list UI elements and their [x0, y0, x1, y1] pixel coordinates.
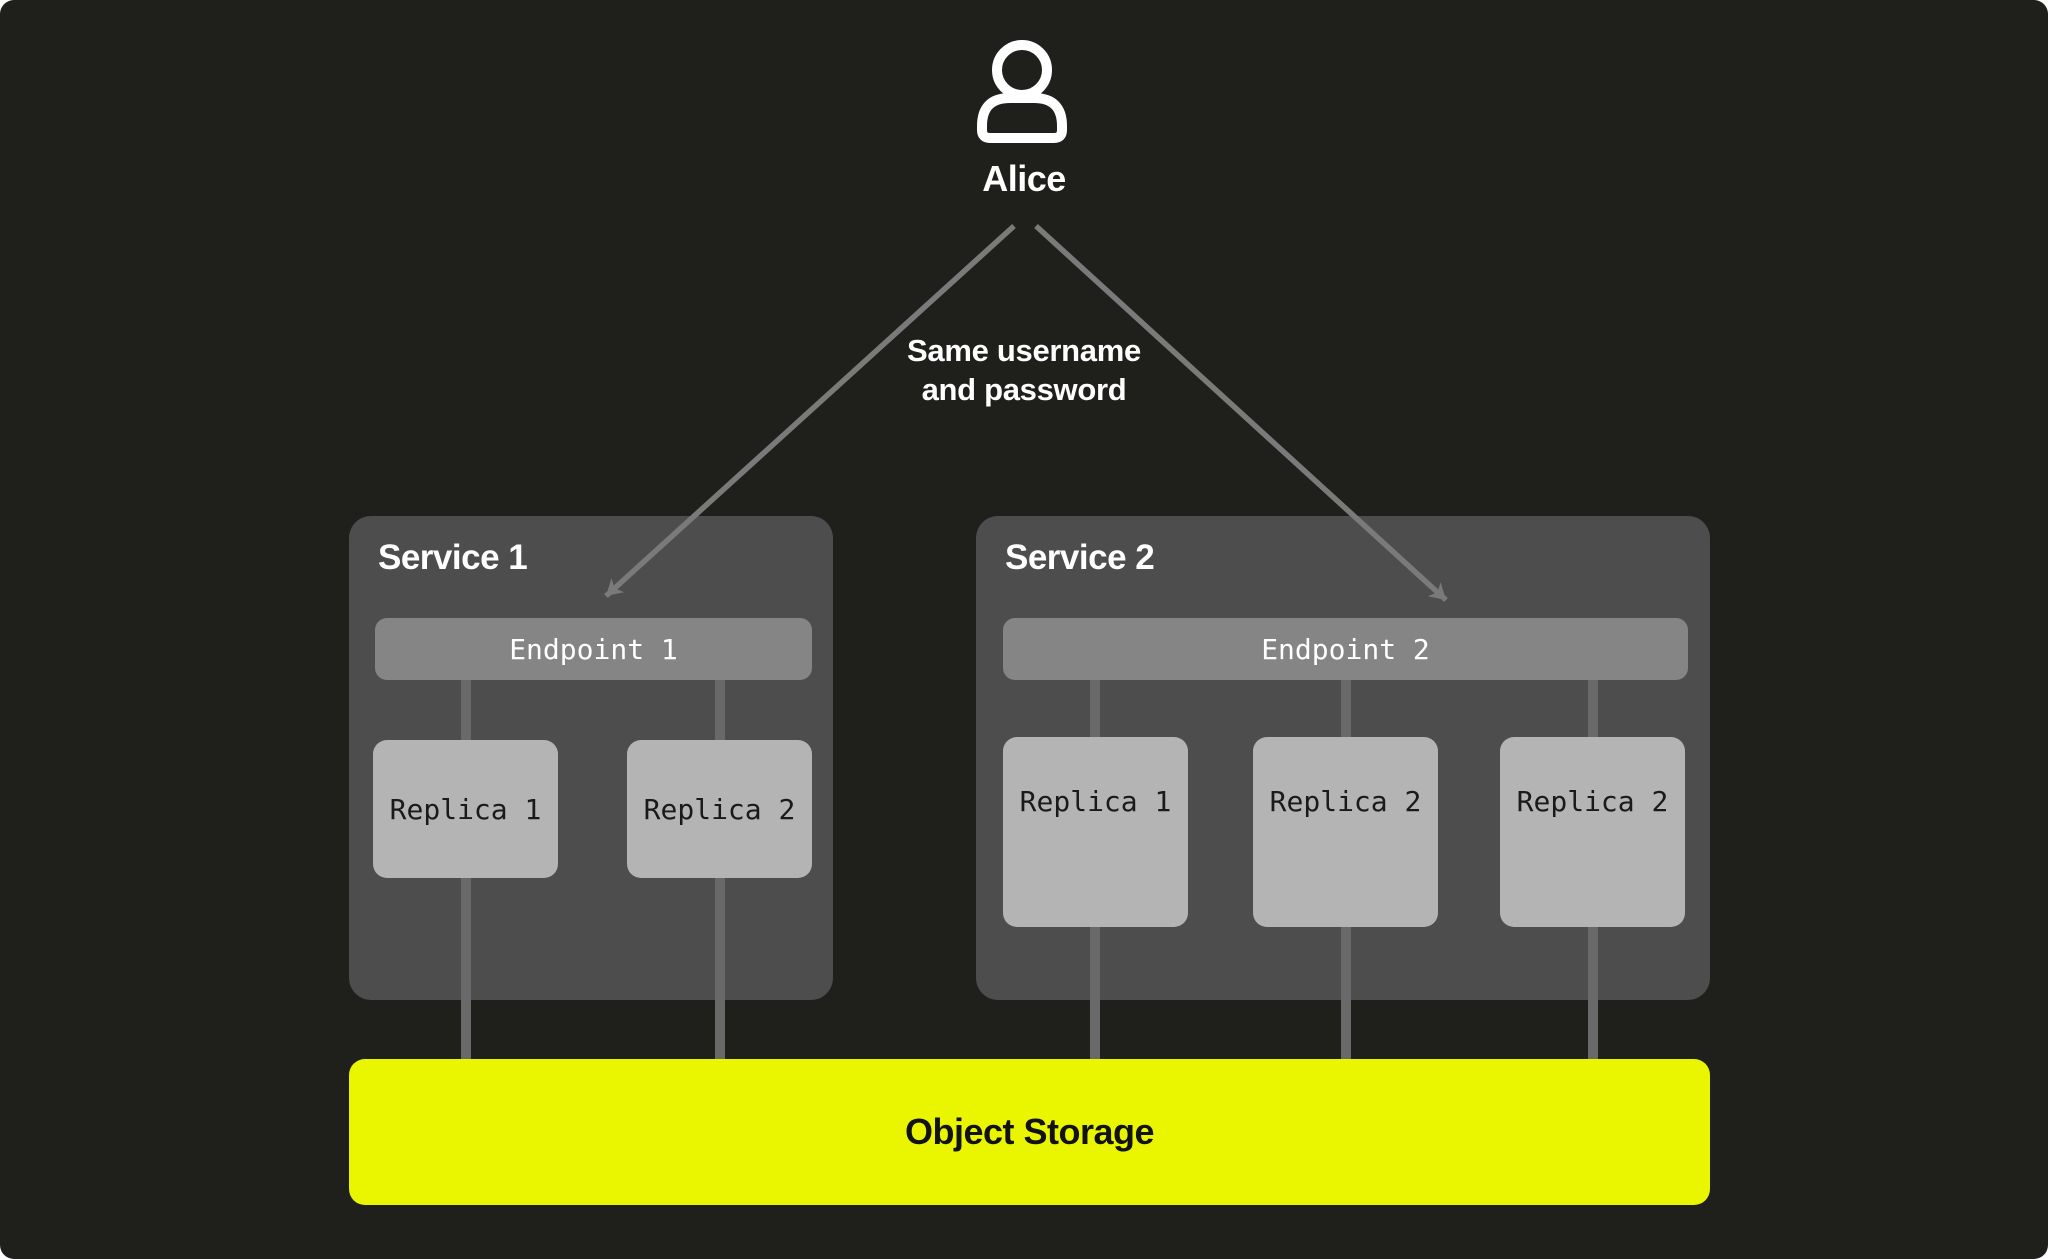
credentials-annotation: Same username and password [0, 331, 2048, 409]
service-2-replica-3-label: Replica 2 [1516, 785, 1669, 818]
service-1-replica-2-label: Replica 2 [643, 792, 796, 826]
service-1-endpoint-bar: Endpoint 1 [375, 618, 812, 680]
annotation-line-2: and password [921, 372, 1127, 407]
service-2-endpoint-label: Endpoint 2 [1261, 632, 1430, 666]
service-2-replica-2: Replica 2 [1253, 737, 1438, 927]
user-label: Alice [982, 158, 1066, 199]
user-icon [977, 40, 1067, 143]
service-2-replica-1-label: Replica 1 [1019, 785, 1172, 818]
service-1-replica-2: Replica 2 [627, 740, 812, 878]
annotation-line-1: Same username [907, 333, 1141, 368]
service-2-replica-3: Replica 2 [1500, 737, 1685, 927]
service-1-replica-1-label: Replica 1 [389, 792, 542, 826]
service-1-replica-1: Replica 1 [373, 740, 558, 878]
service-1-endpoint-label: Endpoint 1 [509, 632, 678, 666]
service-1-title: Service 1 [378, 538, 528, 577]
service-2-endpoint-bar: Endpoint 2 [1003, 618, 1688, 680]
service-2-replica-2-label: Replica 2 [1269, 785, 1422, 818]
object-storage-bar: Object Storage [349, 1059, 1710, 1205]
service-2-replica-1: Replica 1 [1003, 737, 1188, 927]
service-1-box: Service 1 Endpoint 1 Replica 1 Replica 2 [349, 516, 833, 1000]
object-storage-label: Object Storage [904, 1111, 1155, 1152]
service-2-title: Service 2 [1005, 538, 1155, 577]
